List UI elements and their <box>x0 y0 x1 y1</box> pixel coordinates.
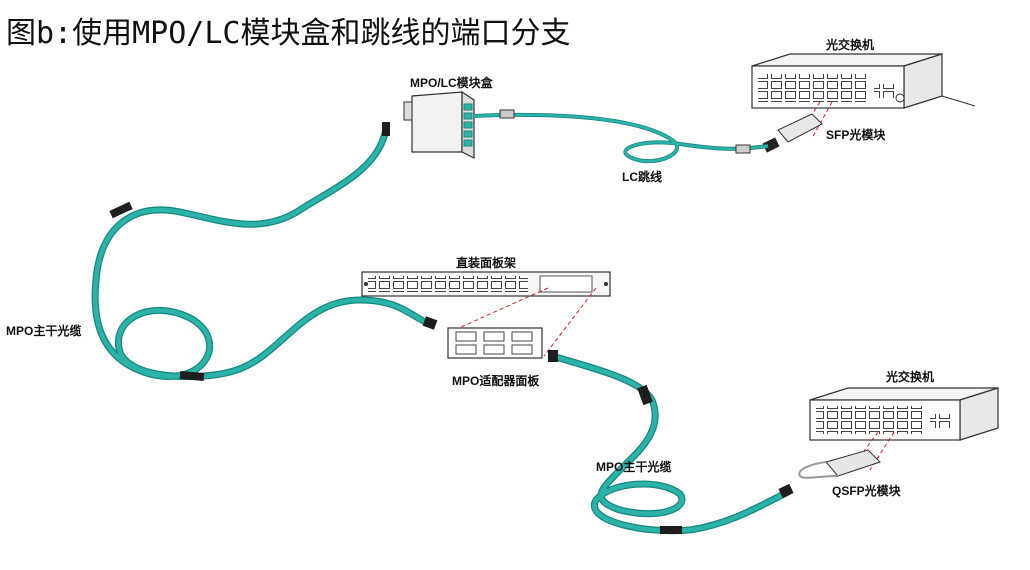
label-trunk-bottom: MPO主干光缆 <box>596 460 672 474</box>
switch-bottom <box>809 387 999 441</box>
sfp-module <box>762 101 833 153</box>
label-trunk-left: MPO主干光缆 <box>6 324 82 338</box>
mpo-trunk-left <box>91 122 438 382</box>
label-switch-bottom: 光交换机 <box>886 370 935 384</box>
switch-top <box>751 53 976 109</box>
label-qsfp-module: QSFP光模块 <box>832 484 901 498</box>
mpo-lc-box <box>403 90 475 159</box>
patch-panel <box>361 271 611 297</box>
label-mpo-lc-box: MPO/LC模块盒 <box>410 76 493 90</box>
label-mpo-adapter: MPO适配器面板 <box>452 374 540 388</box>
lc-patch-cord <box>473 109 769 164</box>
diagram-title: 图b:使用MPO/LC模块盒和跳线的端口分支 <box>6 16 571 51</box>
mpo-adapter-panel <box>447 287 597 359</box>
label-sfp-module: SFP光模块 <box>826 128 886 142</box>
label-lc-patch: LC跳线 <box>622 170 662 184</box>
label-patch-panel: 直装面板架 <box>456 256 517 270</box>
qsfp-module <box>798 431 895 479</box>
mpo-trunk-bottom <box>548 350 794 535</box>
label-switch-top: 光交换机 <box>826 38 875 52</box>
